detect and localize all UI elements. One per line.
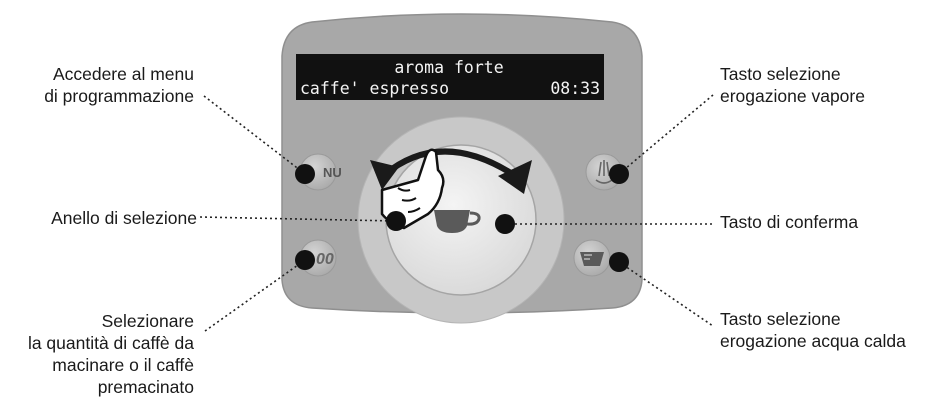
- display-line-1: aroma forte: [394, 58, 503, 77]
- aroma-button-label: 00: [316, 251, 334, 268]
- display-clock: 08:33: [550, 79, 600, 98]
- marker-menu: [295, 164, 315, 184]
- marker-quantity: [295, 250, 315, 270]
- display-line-2: caffe' espresso: [300, 79, 449, 98]
- menu-button-label: NU: [323, 165, 342, 180]
- marker-steam: [609, 164, 629, 184]
- marker-confirm: [495, 214, 515, 234]
- hot-water-button[interactable]: [574, 240, 610, 276]
- hot-water-icon: [580, 252, 604, 266]
- marker-ring: [386, 211, 406, 231]
- callout-confirm: Tasto di conferma: [720, 211, 858, 233]
- callout-quantity: Selezionare la quantità di caffè da maci…: [28, 310, 194, 398]
- callout-menu: Accedere al menu di programmazione: [44, 63, 194, 107]
- marker-hot-water: [609, 252, 629, 272]
- callout-ring: Anello di selezione: [51, 207, 197, 229]
- callout-hot-water: Tasto selezione erogazione acqua calda: [720, 308, 906, 352]
- callout-steam: Tasto selezione erogazione vapore: [720, 63, 865, 107]
